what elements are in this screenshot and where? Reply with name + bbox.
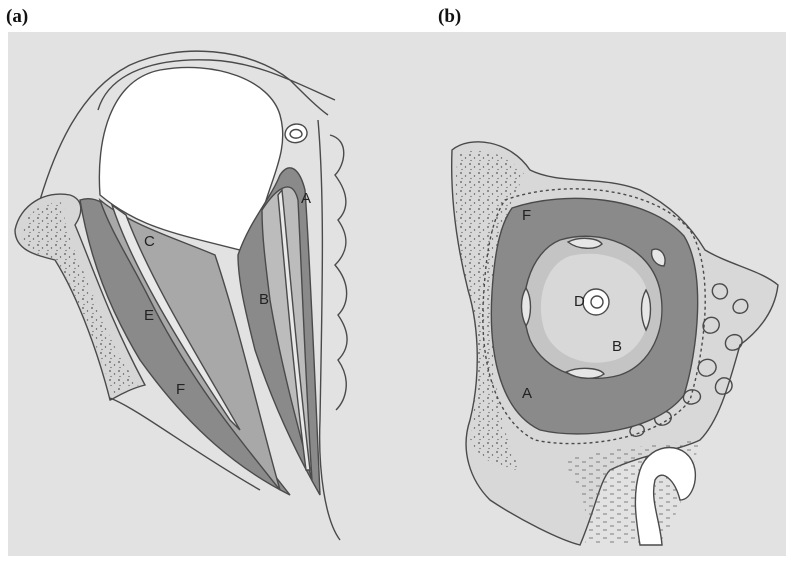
label-a-A: A	[301, 190, 311, 207]
label-a-E: E	[144, 307, 154, 324]
label-a-C: C	[144, 233, 155, 250]
label-a-B: B	[259, 291, 269, 308]
label-b-F: F	[522, 207, 531, 224]
optic-nerve-inner	[591, 296, 603, 308]
label-b-A: A	[522, 385, 532, 402]
label-a-F: F	[176, 381, 185, 398]
label-b-D: D	[574, 293, 585, 310]
vessel-ring	[285, 124, 307, 143]
label-b-B: B	[612, 338, 622, 355]
